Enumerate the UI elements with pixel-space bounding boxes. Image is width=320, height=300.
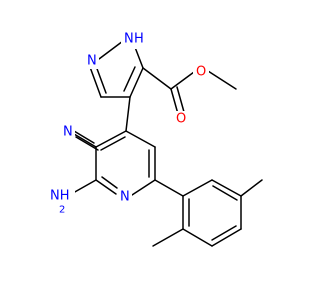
nitrile-n-label: N <box>61 124 75 140</box>
bond-py-c5-c4 <box>125 130 156 148</box>
ester-carbonyl-o-label: O <box>173 111 189 127</box>
ester-carbonyl-o: O <box>176 112 186 127</box>
bond-carbonyl-o-methoxy <box>170 71 195 90</box>
bond-c4-c5 <box>129 67 144 98</box>
bond-c6-aryl <box>154 179 184 197</box>
ester-methoxy-o: O <box>196 65 206 80</box>
bond-nitrile-b <box>73 130 95 144</box>
pyridine-n: N <box>120 190 130 205</box>
bond-ar-methyl-bottom <box>152 228 184 247</box>
amine-subscript: 2 <box>59 205 65 216</box>
atom-labels: N H N O O N NH 2 <box>47 27 209 216</box>
pyrazole-nh-h: H <box>134 32 144 47</box>
bond-ar-c4-c5-double <box>211 225 237 241</box>
bond-c4-c5-double <box>123 66 136 92</box>
bond-py-c2-n1-double <box>101 176 118 189</box>
bond-n2-c3 <box>89 66 102 98</box>
bond-ar-c2-c3 <box>211 179 242 197</box>
bonds <box>72 37 263 247</box>
bond-c5-carbonyl <box>142 67 172 90</box>
bond-ar-c5-c6 <box>182 228 213 247</box>
ester-methoxy-o-label: O <box>193 64 209 80</box>
bond-ar-methyl-top <box>240 179 263 197</box>
pyrazole-n: N <box>87 54 97 69</box>
bond-carbonyl-o-double-a <box>170 88 179 115</box>
pyridine-n-label: N <box>118 189 132 205</box>
amine-nh2-label: NH 2 <box>47 188 75 216</box>
bond-py-n1-c6 <box>131 179 156 196</box>
bond-carbonyl-o-double-b <box>176 86 185 113</box>
bond-py-c4-c3-double <box>100 136 126 151</box>
molecule-structure-diagram: N H N O O N NH 2 <box>47 27 263 247</box>
bond-py-c4-c3 <box>95 130 127 148</box>
bond-ar-c1-c2 <box>182 179 213 197</box>
pyrazole-nh-label: N H <box>121 27 145 49</box>
bond-nitrile-c <box>75 136 99 151</box>
bond-nitrile-a <box>73 133 97 148</box>
bond-py-c2-n1 <box>95 179 117 195</box>
bond-c2-amine <box>72 179 97 194</box>
amine-nh: NH <box>50 189 70 204</box>
pyrazole-n-label: N <box>85 53 99 69</box>
bond-ar-c4-c5 <box>211 228 242 247</box>
bond-ar-c2-c3-double <box>212 185 238 201</box>
bond-c4-pyridine <box>125 96 131 132</box>
nitrile-n: N <box>63 125 73 140</box>
pyrazole-nh-n: N <box>124 32 134 47</box>
bond-n2-c3-double <box>95 65 107 94</box>
bond-o-methyl <box>207 70 237 90</box>
